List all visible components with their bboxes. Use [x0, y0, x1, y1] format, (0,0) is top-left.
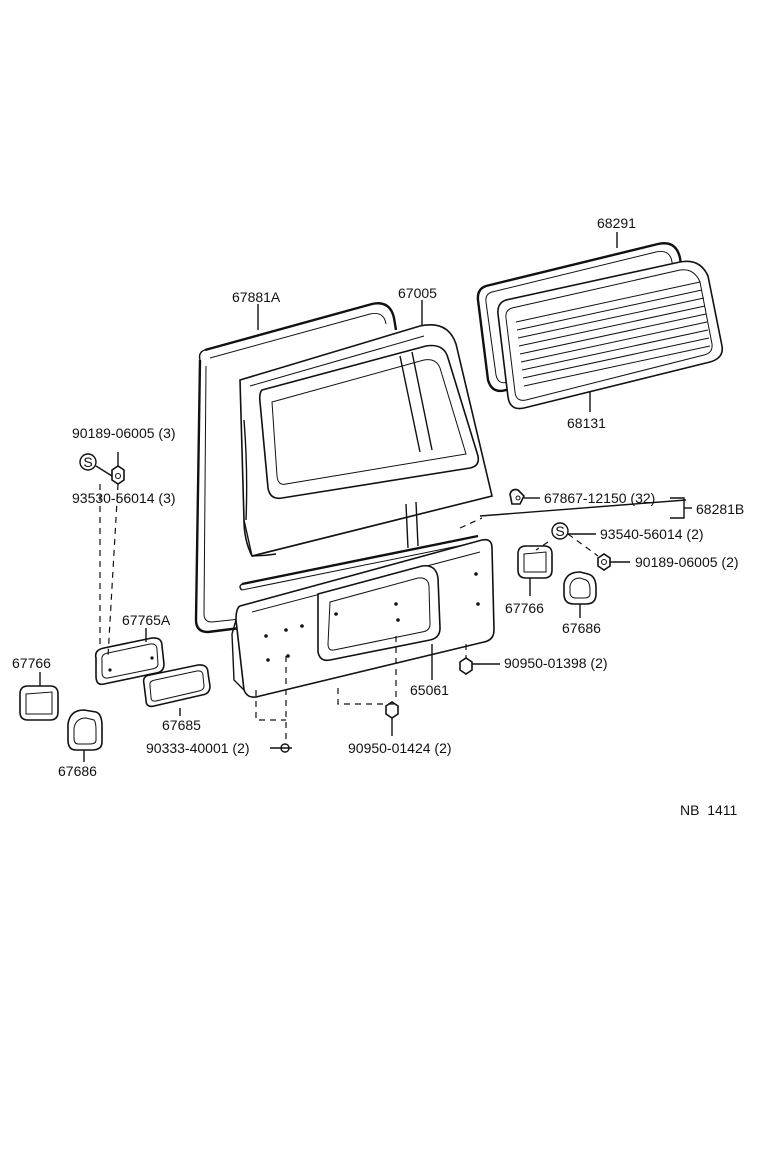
clip-90189-left: [111, 465, 125, 485]
label-68291: 68291: [597, 215, 636, 231]
label-67765a: 67765A: [122, 612, 171, 628]
label-67685: 67685: [162, 717, 201, 733]
label-67686-left: 67686: [58, 763, 97, 779]
label-67867: 67867-12150 (32): [544, 490, 655, 506]
label-67766-right: 67766: [505, 600, 544, 616]
diagram-code: NB 1411: [680, 802, 738, 818]
label-68131: 68131: [567, 415, 606, 431]
s-washer-right: S: [551, 522, 569, 540]
back-door-panel-67005: [239, 324, 493, 557]
label-65061: 65061: [410, 682, 449, 698]
s-washer-left: S: [79, 453, 97, 471]
fastener-holes: [264, 572, 480, 662]
label-67686-right: 67686: [562, 620, 601, 636]
seal-strip-68281b: [459, 499, 687, 529]
cover-67766-left: [19, 685, 59, 721]
cover-67686-left: [67, 709, 103, 751]
trim-pad-67685: [142, 664, 211, 708]
cover-67766-right: [517, 545, 553, 579]
weatherstrip-67881a: [194, 302, 398, 634]
label-67005: 67005: [398, 285, 437, 301]
clip-67867: [509, 488, 525, 505]
part-labels: 68291 67881A 67005 68131 90189-06005 (3)…: [12, 215, 744, 818]
s-symbol-left: S: [83, 454, 92, 470]
label-90189-left: 90189-06005 (3): [72, 425, 176, 441]
s-symbol-right: S: [555, 523, 564, 539]
label-93540: 93540-56014 (2): [600, 526, 704, 542]
label-90950-01398: 90950-01398 (2): [504, 655, 608, 671]
leader-lines: [39, 232, 692, 762]
label-68281b: 68281B: [696, 501, 744, 517]
label-90950-01424: 90950-01424 (2): [348, 740, 452, 756]
label-90189-right: 90189-06005 (2): [635, 554, 739, 570]
label-67766-left: 67766: [12, 655, 51, 671]
back-door-glass-68131: [497, 260, 724, 410]
clip-90950-01424: [385, 701, 399, 719]
moulding-strip: [239, 534, 479, 591]
label-93530: 93530-56014 (3): [72, 490, 176, 506]
clip-90950-01398: [459, 657, 473, 675]
cover-67686-right: [563, 571, 597, 605]
label-90333: 90333-40001 (2): [146, 740, 250, 756]
garnish-panel-65061: [231, 538, 495, 698]
clip-90189-right: [597, 553, 611, 571]
label-67881a: 67881A: [232, 289, 281, 305]
